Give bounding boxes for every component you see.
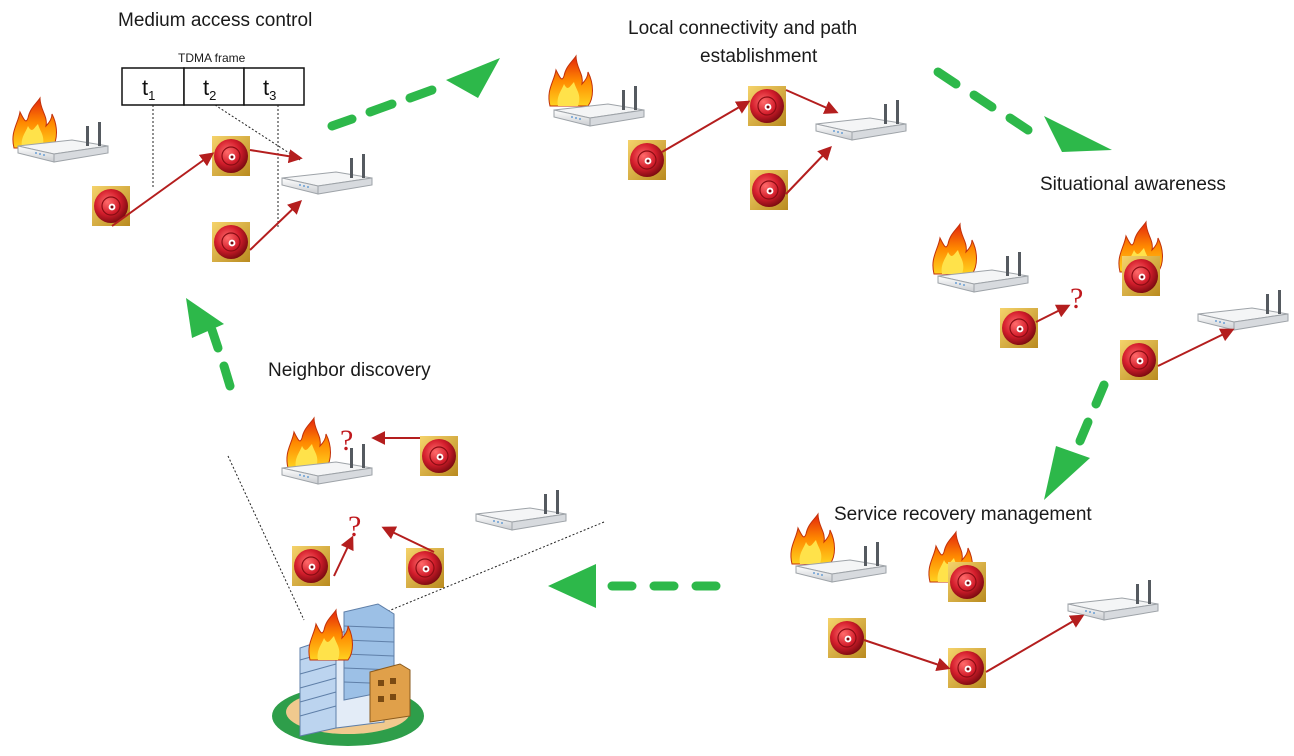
stage-situational-awareness: Situational awareness ? [932, 174, 1289, 381]
sensor-icon [1121, 255, 1161, 297]
sensor-icon [211, 135, 251, 177]
question-mark: ? [1070, 282, 1083, 315]
tdma-frame-label: TDMA frame [178, 51, 246, 65]
cycle-arrow-mac-to-local [327, 58, 500, 131]
router-icon [281, 153, 373, 195]
sensor-icon [749, 169, 789, 211]
stage-label-situational: Situational awareness [1040, 174, 1226, 195]
tdma-slot-leaders [152, 104, 301, 228]
stage-label-local-line2: establishment [700, 46, 818, 67]
cycle-arrow-situational-to-recovery [1044, 380, 1109, 500]
router-icon [1067, 579, 1159, 621]
stage-label-neighbor: Neighbor discovery [268, 360, 431, 381]
sensor-icon [747, 85, 787, 127]
tdma-slot-2 [183, 67, 245, 106]
fire-icon [932, 223, 977, 275]
building-icon [272, 603, 424, 746]
sensor-icon [627, 139, 667, 181]
stage-service-recovery: Service recovery management [790, 504, 1159, 689]
cycle-arrow-neighbor-to-mac [186, 298, 235, 391]
cycle-arrows [186, 58, 1112, 608]
zoom-lines [227, 455, 605, 627]
stage-neighbor-discovery: Neighbor discovery ? ? [227, 360, 605, 627]
sensor-icon [419, 435, 459, 477]
recovery-links [863, 614, 1085, 673]
fire-icon [286, 417, 331, 469]
local-links [661, 89, 839, 195]
cycle-arrow-local-to-situational [933, 67, 1112, 152]
sensor-icon [947, 647, 987, 689]
sensor-icon [405, 547, 445, 589]
sensor-icon [291, 545, 331, 587]
tdma-slot-1-label: t1 [142, 75, 155, 103]
router-icon [815, 99, 907, 141]
cycle-arrow-recovery-to-neighbor [548, 564, 721, 608]
sensor-icon [211, 221, 251, 263]
stage-label-mac: Medium access control [118, 10, 312, 31]
situational-links [1035, 304, 1235, 367]
stage-label-local-line1: Local connectivity and path [628, 18, 857, 39]
sensor-icon [91, 185, 131, 227]
neighbor-links [333, 431, 435, 577]
question-mark: ? [340, 424, 353, 457]
question-mark: ? [348, 510, 361, 543]
mac-links [111, 149, 303, 251]
stage-label-recovery: Service recovery management [834, 504, 1092, 525]
sensor-icon [827, 617, 867, 659]
tdma-slot-2-label: t2 [203, 75, 216, 103]
sensor-icon [1119, 339, 1159, 381]
tdma-slot-3-label: t3 [263, 75, 276, 103]
fire-icon [548, 55, 593, 107]
stage-local-connectivity: Local connectivity and path establishmen… [548, 18, 907, 211]
tdma-slot-3 [243, 67, 305, 106]
fire-icon [12, 97, 57, 149]
sensor-icon [999, 307, 1039, 349]
router-icon [1197, 289, 1289, 331]
stage-medium-access-control: Medium access control TDMA frame t1 t2 t… [12, 10, 373, 263]
router-icon [475, 489, 567, 531]
fire-icon [790, 513, 835, 565]
tdma-frame: t1 t2 t3 [121, 67, 305, 106]
sensor-icon [947, 561, 987, 603]
